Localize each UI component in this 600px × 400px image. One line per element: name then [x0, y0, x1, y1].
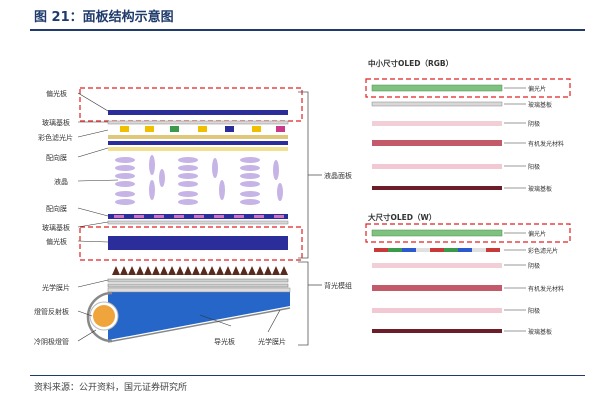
- lcd-reflector-sheet: [107, 307, 291, 343]
- oled-large-label-cathode: 阴极: [528, 262, 540, 270]
- oled-large-anode: [372, 308, 502, 313]
- label-glass-bottom: 玻璃基板: [42, 223, 70, 232]
- lcd-light-guide: [108, 292, 290, 340]
- lcd-leader-lines: [77, 92, 281, 342]
- oled-large-polarizer: [371, 229, 503, 237]
- oled-small-label-cathode: 阴极: [528, 120, 540, 128]
- lcd-align-top: [108, 141, 288, 145]
- label-glass-top: 玻璃基板: [42, 118, 70, 127]
- oled-small-label-polarizer: 偏光片: [528, 85, 546, 93]
- lcd-tft-pattern: [114, 215, 284, 218]
- oled-small-heading: 中小尺寸OLED（RGB）: [368, 58, 453, 68]
- source-note: 资料来源：公开资料，国元证券研究所: [34, 383, 188, 393]
- oled-large-label-polarizer: 偏光片: [528, 230, 546, 238]
- lcd-prism-sheet: [112, 266, 288, 275]
- lcd-stack: 偏光板 玻璃基板 彩色滤光片 配向膜 液晶 配向膜 玻璃基板 偏光板 光学膜片 …: [34, 87, 352, 346]
- lcd-align-top-layer: [108, 147, 288, 151]
- backlight-bracket: [298, 261, 309, 346]
- page-title: 图 21：面板结构示意图: [34, 10, 174, 25]
- label-optical-film-right: 光学膜片: [258, 337, 286, 346]
- oled-small-anode: [372, 164, 502, 169]
- oled-small-cathode: [372, 121, 502, 126]
- oled-small-glass-top: [371, 101, 503, 107]
- lcd-color-filter-base: [108, 135, 288, 139]
- oled-small-organic: [372, 140, 502, 146]
- label-liquid-crystal: 液晶: [54, 177, 68, 186]
- oled-small-stack: 中小尺寸OLED（RGB） 偏光片 玻璃基板 阴极 有机发光材料 阳极 玻璃基板: [365, 58, 571, 193]
- oled-large-organic: [372, 285, 502, 291]
- oled-small-polarizer: [371, 84, 503, 92]
- panel-bracket: [298, 91, 309, 259]
- oled-large-substrate: [372, 329, 502, 333]
- oled-large-label-organic: 有机发光材料: [528, 285, 564, 293]
- lcd-optical-film-2: [107, 283, 289, 288]
- label-light-guide: 导光板: [214, 337, 235, 346]
- oled-large-stack: 大尺寸OLED（W） 偏光片 彩色滤光片 阴极 有机发光材料 阳极 玻璃基板: [365, 212, 571, 336]
- label-optical-film: 光学膜片: [42, 283, 70, 292]
- oled-large-heading: 大尺寸OLED（W）: [368, 212, 436, 222]
- liquid-crystal-molecules: [115, 155, 283, 205]
- oled-large-cathode: [372, 263, 502, 268]
- lcd-polarizer-bottom: [108, 236, 288, 250]
- lcd-glass-top: [107, 120, 289, 125]
- oled-small-substrate: [372, 186, 502, 190]
- oled-small-label-organic: 有机发光材料: [528, 140, 564, 148]
- lcd-glass-bottom: [107, 220, 289, 225]
- color-filter: [120, 126, 285, 132]
- oled-large-label-color-filter: 彩色滤光片: [528, 247, 558, 255]
- lcd-light-guide-top: [107, 287, 291, 293]
- oled-small-label-anode: 阳极: [528, 163, 540, 171]
- label-polarizer-top: 偏光板: [46, 89, 67, 98]
- oled-large-color-filter: [374, 248, 500, 252]
- footer-rule: [30, 375, 585, 376]
- title-rule: [30, 29, 585, 31]
- label-panel-group: 液晶面板: [324, 171, 352, 180]
- lcd-optical-film-1: [107, 278, 289, 283]
- lcd-top-polarizer-highlight: [79, 87, 303, 122]
- oled-large-label-substrate: 玻璃基板: [528, 328, 552, 336]
- label-backlight-group: 背光模组: [324, 281, 352, 290]
- lcd-ccfl-core: [93, 305, 115, 327]
- oled-small-label-glass: 玻璃基板: [528, 101, 552, 109]
- oled-small-label-substrate: 玻璃基板: [528, 185, 552, 193]
- oled-large-polarizer-highlight: [365, 223, 571, 243]
- label-align-bottom: 配向膜: [46, 204, 67, 213]
- label-polarizer-bottom: 偏光板: [46, 237, 67, 246]
- oled-large-label-anode: 阳极: [528, 307, 540, 315]
- oled-small-polarizer-highlight: [365, 78, 571, 98]
- label-align-top: 配向膜: [46, 153, 67, 162]
- label-lamp-reflector: 燈管反射板: [34, 307, 69, 316]
- label-color-filter: 彩色滤光片: [38, 133, 73, 142]
- lcd-polarizer-top: [108, 110, 288, 115]
- label-ccfl: 冷阴极燈管: [34, 337, 69, 346]
- lcd-lamp-reflector: [86, 291, 113, 343]
